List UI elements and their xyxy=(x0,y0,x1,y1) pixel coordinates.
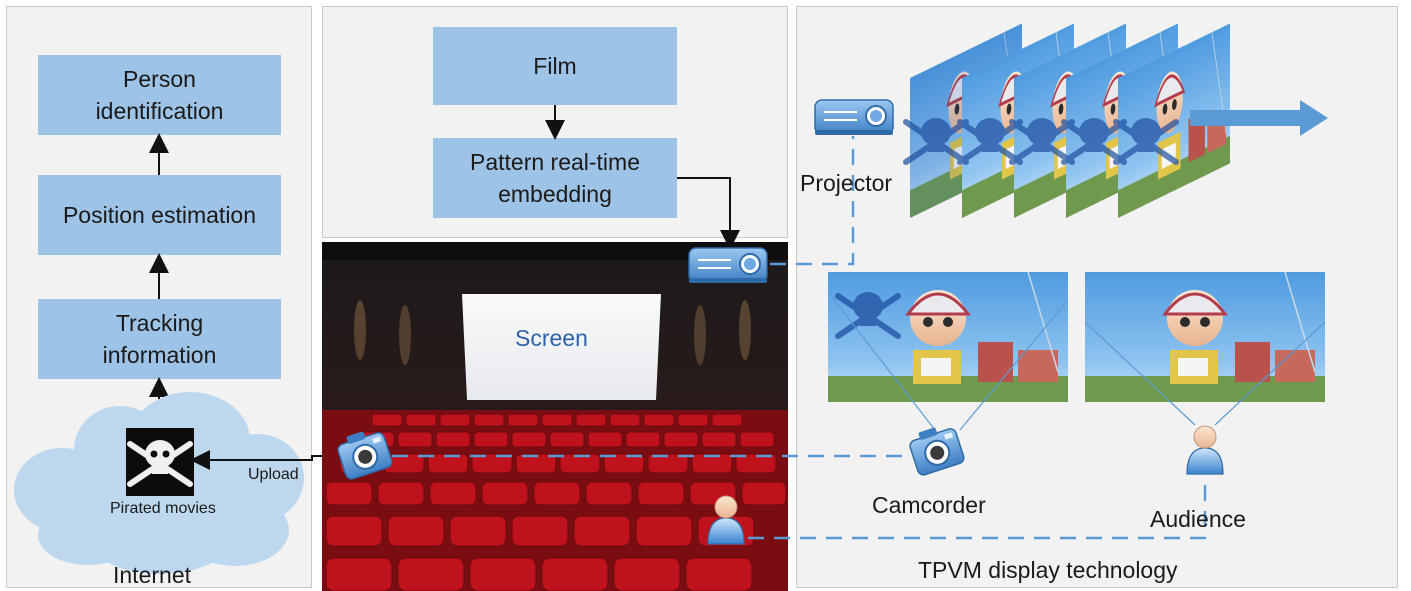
pattern-embedding-box: Pattern real-time embedding xyxy=(433,138,677,218)
projected-frames-stack xyxy=(906,23,1230,218)
upload-label: Upload xyxy=(248,466,299,483)
arrow-embedding-to-projector xyxy=(677,177,740,250)
playback-direction-arrow xyxy=(1190,100,1328,136)
user-icon xyxy=(1186,425,1224,475)
camcorder-view-frame xyxy=(828,272,1068,402)
projector-icon xyxy=(688,247,768,284)
audience-view-frame xyxy=(1085,272,1325,402)
dashed-projector-link xyxy=(770,136,855,266)
viewing-lines xyxy=(827,291,1326,431)
camcorder-label: Camcorder xyxy=(872,492,986,518)
skull-crossbones-icon xyxy=(126,428,194,496)
audience-label: Audience xyxy=(1150,506,1246,532)
film-box: Film xyxy=(433,27,677,105)
camera-icon xyxy=(905,420,967,478)
screen-label: Screen xyxy=(515,325,588,351)
projector-label: Projector xyxy=(800,170,893,196)
tpvm-footer-label: TPVM display technology xyxy=(918,557,1178,583)
position-estimation-box: Position estimation xyxy=(38,175,281,255)
projector-icon xyxy=(814,99,894,136)
tracking-information-box: Tracking information xyxy=(38,299,281,379)
person-identification-box: Person identification xyxy=(38,55,281,135)
dashed-audience-link xyxy=(748,482,1207,540)
pirated-movies-label: Pirated movies xyxy=(110,500,216,517)
internet-label: Internet xyxy=(113,562,191,588)
